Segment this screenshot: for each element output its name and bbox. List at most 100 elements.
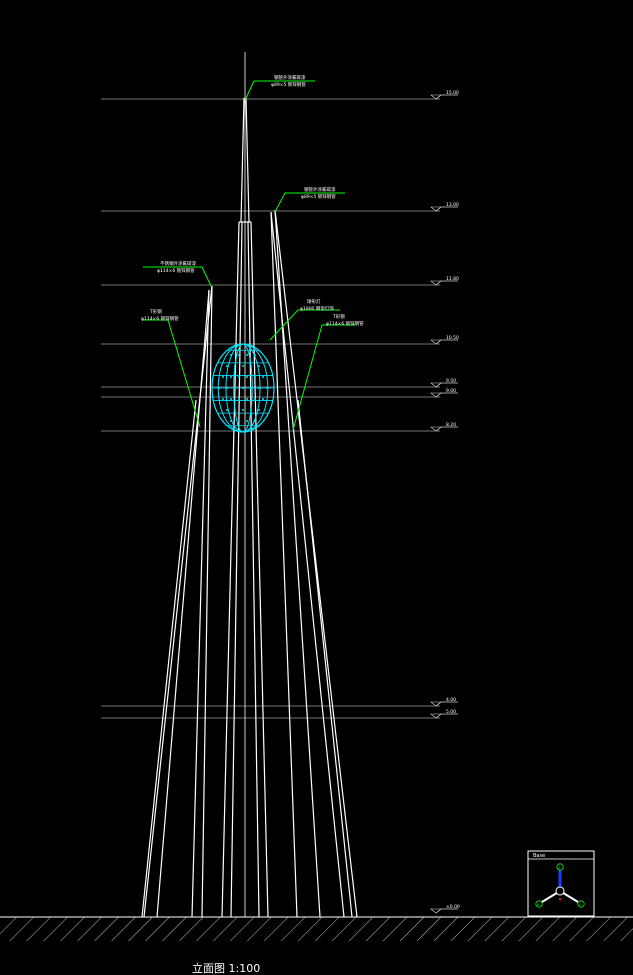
- sphere-node: [238, 354, 240, 356]
- left-column-b: [156, 289, 210, 918]
- sphere-node: [226, 387, 228, 389]
- sphere-node: [254, 376, 256, 378]
- level-9-50-label: 9.50: [446, 378, 456, 384]
- sphere-node: [242, 387, 244, 389]
- ground: [0, 916, 633, 941]
- cross-leg-1: [141, 399, 197, 918]
- leader-sphere: [269, 309, 340, 341]
- level-5: 5.00: [101, 709, 458, 719]
- sphere-node: [230, 354, 232, 356]
- label-top-spire-2: φ89×5 镀锌钢管: [271, 81, 306, 88]
- ucs-x-marker: [535, 900, 543, 908]
- leader-left-column: [143, 266, 212, 287]
- ucs-label-x: X: [537, 903, 540, 907]
- sphere-node: [234, 365, 236, 367]
- level-9-00: 9.00: [101, 388, 458, 398]
- sphere-node: [242, 409, 244, 411]
- sphere-node: [218, 387, 220, 389]
- label-top-spire-1: 钢管外涂氟碳漆: [274, 74, 306, 81]
- mid-spire-c: [274, 209, 358, 918]
- sphere-node: [246, 376, 248, 378]
- label-right-leg-2: φ114×6 镀锌钢管: [326, 320, 364, 327]
- leaders: [142, 80, 355, 431]
- sphere-node: [246, 398, 248, 400]
- level-9-00-triangle: [430, 392, 442, 398]
- label-mid-spire-2: φ89×5 镀锌钢管: [301, 193, 336, 200]
- level-13-00: 13.00: [101, 202, 459, 212]
- sphere-node: [242, 365, 244, 367]
- sphere-node: [262, 398, 264, 400]
- sphere-node: [238, 420, 240, 422]
- drawing-title: 立面图 1:100: [192, 961, 260, 975]
- leader-top-spire: [244, 80, 315, 101]
- label-left-leg-1: T形钢: [149, 308, 162, 315]
- ucs-label-y: Y: [579, 903, 582, 907]
- label-mid-spire-1: 钢管外涂氟碳漆: [304, 186, 336, 193]
- level-15-00-label: 15.00: [446, 90, 459, 96]
- ground-hatch: [0, 917, 633, 941]
- annotation-labels: 钢管外涂氟碳漆 φ89×5 镀锌钢管 钢管外涂氟碳漆 φ89×5 镀锌钢管 不锈…: [141, 74, 364, 327]
- cross-leg-2: [297, 399, 353, 918]
- label-left-leg-2: φ114×6 镀锌钢管: [141, 315, 179, 322]
- label-left-column-2: φ114×6 镀锌钢管: [157, 267, 195, 274]
- left-column-d: [191, 289, 210, 918]
- level-ground: ±0.00: [430, 904, 460, 914]
- inner-leg-left: [221, 221, 240, 918]
- inner-leg-right-2: [247, 221, 260, 918]
- label-sphere-2: φ1800 网架灯饰: [300, 305, 334, 312]
- sphere-node: [230, 376, 232, 378]
- sphere-node: [226, 409, 228, 411]
- label-sphere-1: 球形灯: [307, 298, 321, 305]
- level-5-triangle: [430, 713, 442, 719]
- inner-leg-right: [250, 221, 269, 918]
- ucs-z-marker: [556, 863, 564, 871]
- level-ground-label: ±0.00: [446, 904, 460, 910]
- top-spire-left: [240, 97, 245, 223]
- sphere-node: [254, 354, 256, 356]
- level-15-00: 15.00: [101, 90, 459, 100]
- ucs-box: Base Z X Y: [527, 850, 595, 917]
- sphere-node: [230, 398, 232, 400]
- sphere-node: [238, 376, 240, 378]
- sphere-node: [258, 365, 260, 367]
- sphere-node: [246, 420, 248, 422]
- leader-left-leg: [142, 319, 201, 428]
- level-9-50-triangle: [430, 382, 442, 388]
- level-ground-triangle: [430, 908, 442, 914]
- mid-spire-d: [270, 211, 345, 918]
- sphere-node: [250, 387, 252, 389]
- leader-right-leg: [292, 324, 355, 431]
- ucs-label-z: Z: [558, 866, 561, 870]
- sphere-node: [222, 398, 224, 400]
- level-8-20-label: 8.20: [446, 422, 456, 428]
- sphere-node: [254, 398, 256, 400]
- inner-leg-left-2: [230, 221, 243, 918]
- sphere-node: [226, 365, 228, 367]
- mid-spire-b: [270, 211, 298, 918]
- sphere-node: [222, 376, 224, 378]
- ucs-title: Base: [533, 853, 545, 859]
- left-column-c: [201, 285, 213, 918]
- level-11-80-label: 11.80: [446, 276, 459, 282]
- sphere-node: [230, 420, 232, 422]
- level-11-80: 11.80: [101, 276, 459, 286]
- level-10-50-triangle: [430, 339, 442, 345]
- level-5-label: 5.00: [446, 709, 456, 715]
- elevation-levels: ±0.00 4.00 5.00 8.20 9.00 9.50 10.50 11.80 13.00…: [101, 90, 460, 914]
- sphere-lamp: [211, 343, 275, 433]
- level-4-label: 4.00: [446, 697, 456, 703]
- level-10-50: 10.50: [101, 335, 459, 345]
- level-15-00-triangle: [430, 94, 442, 100]
- ucs-y-marker: [577, 900, 585, 908]
- level-13-00-label: 13.00: [446, 202, 459, 208]
- sphere-node: [258, 409, 260, 411]
- sphere-node: [266, 387, 268, 389]
- level-8-20: 8.20: [101, 422, 458, 432]
- sphere-node: [250, 409, 252, 411]
- label-left-column-1: 不锈钢外涂氟碳漆: [160, 260, 196, 267]
- level-4-triangle: [430, 701, 442, 707]
- ucs-origin: [555, 886, 565, 896]
- sphere-node: [246, 354, 248, 356]
